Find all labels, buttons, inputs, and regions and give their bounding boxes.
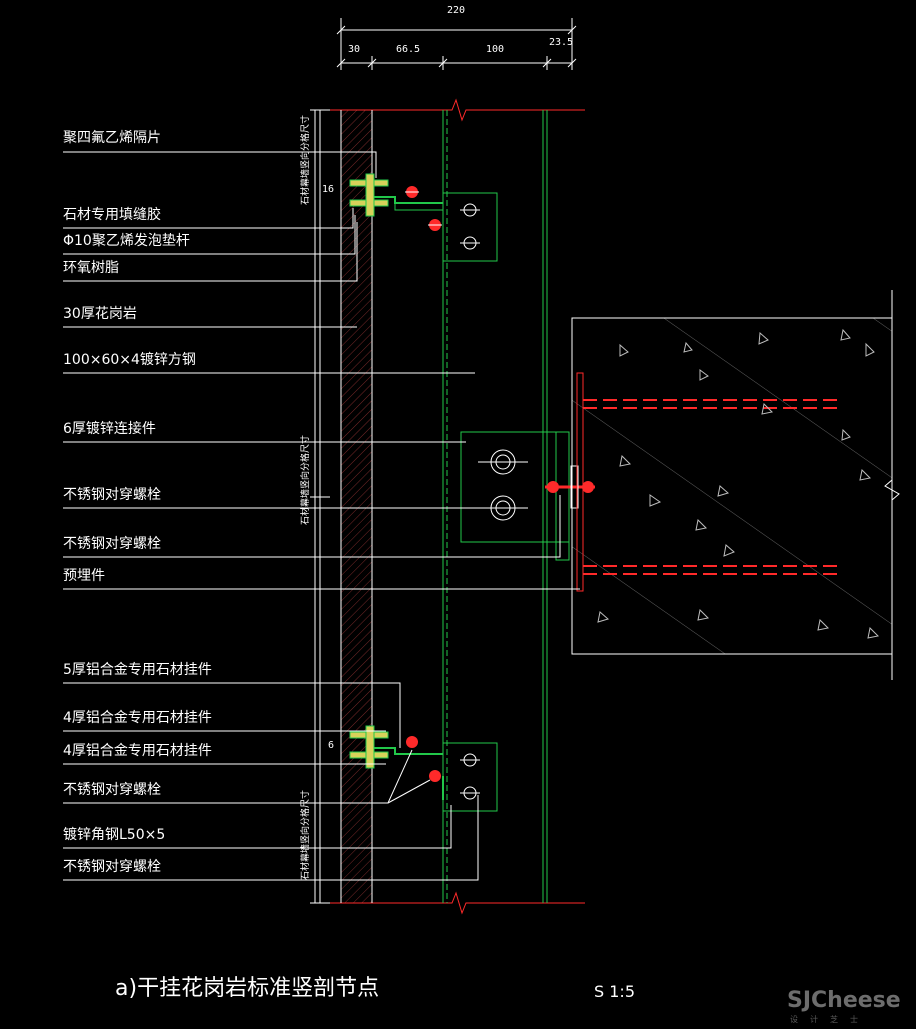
watermark-sub: 设计芝士 [790,1015,870,1024]
drawing-caption: a)干挂花岗岩标准竖剖节点 [115,976,380,1001]
label-bolt-4: 不锈钢对穿螺栓 [63,859,161,875]
vertical-dim-bottom: 石材幕墙竖向分格尺寸 [301,789,311,880]
label-bolt-3: 不锈钢对穿螺栓 [63,782,161,798]
label-ptfe-spacer: 聚四氟乙烯隔片 [63,130,161,146]
concrete-slab [571,290,900,680]
label-hanger-4b: 4厚铝合金专用石材挂件 [63,743,212,759]
bottom-break-line [325,891,585,915]
label-angle-steel: 镀锌角钢L50×5 [63,827,166,843]
top-break-line [325,98,585,122]
granite-panel [340,110,373,903]
label-hanger-5: 5厚铝合金专用石材挂件 [63,662,212,678]
label-hanger-4a: 4厚铝合金专用石材挂件 [63,710,212,726]
dim-seg-1: 30 [348,44,361,55]
label-foam-rod: Φ10聚乙烯发泡垫杆 [63,233,190,249]
left-reference-lines [310,109,330,904]
label-bolt-1: 不锈钢对穿螺栓 [63,487,161,503]
top-bracket [349,173,498,262]
bottom-bracket [349,725,498,812]
dim-seg-3: 100 [486,44,505,55]
dim-seg-2: 66.5 [396,44,421,55]
vertical-dim-top: 石材幕墙竖向分格尺寸 [301,114,311,205]
label-epoxy: 环氧树脂 [63,260,119,276]
label-bolt-2: 不锈钢对穿螺栓 [63,536,161,552]
vertical-dim-mid: 石材幕墙竖向分格尺寸 [301,434,311,525]
label-embedded-part: 预埋件 [63,568,105,584]
top-dimension [336,18,577,70]
dim-total: 220 [447,5,466,16]
label-granite: 30厚花岗岩 [63,306,137,322]
drawing-scale: S 1:5 [594,982,635,1001]
label-connector: 6厚镀锌连接件 [63,421,156,437]
watermark-brand: SJCheese [787,988,901,1013]
dim-seg-4: 23.5 [549,37,574,48]
small-dim-bottom: 6 [328,740,335,751]
label-square-steel: 100×60×4镀锌方钢 [63,352,196,368]
small-dim-top: 16 [322,184,335,195]
steel-tube [442,110,548,903]
leader-lines [63,151,580,881]
label-stone-sealant: 石材专用填缝胶 [63,207,161,223]
